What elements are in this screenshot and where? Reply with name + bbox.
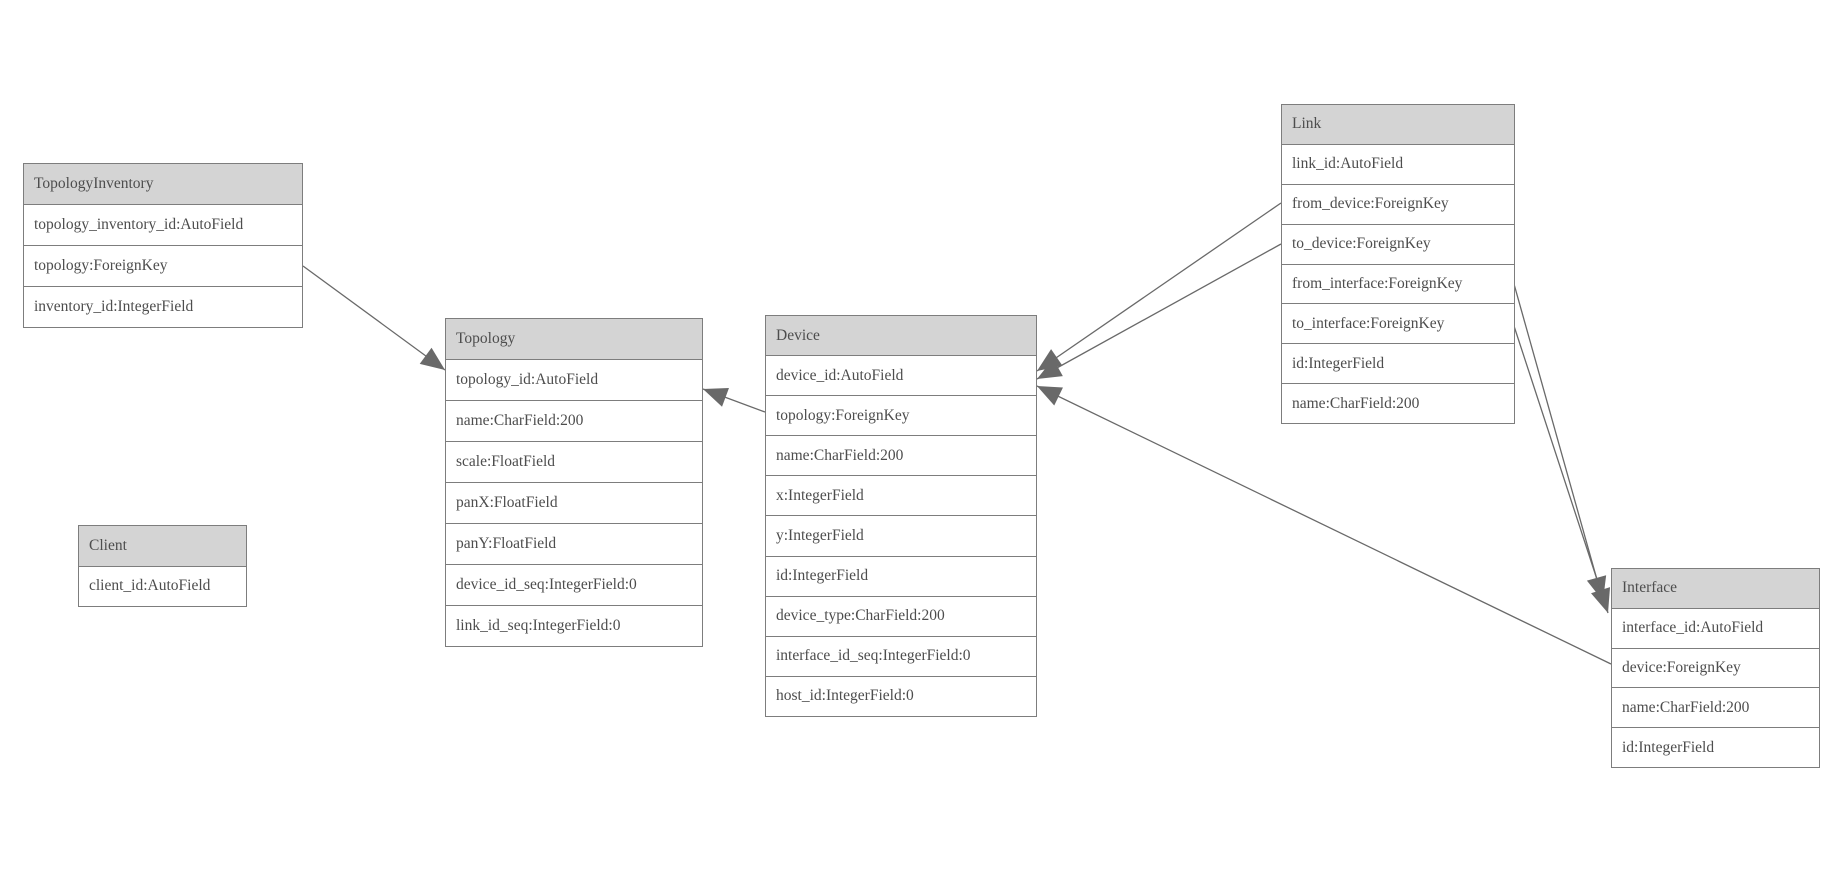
edge-device-topology bbox=[702, 388, 766, 413]
entity-title: Device bbox=[766, 316, 1036, 357]
edge-interface-device bbox=[1036, 385, 1612, 665]
entity-field-row: name:CharField:200 bbox=[1612, 688, 1819, 729]
entity-field-row: name:CharField:200 bbox=[446, 401, 702, 442]
entity-field-row: topology:ForeignKey bbox=[766, 396, 1036, 437]
entity-field-row: panY:FloatField bbox=[446, 524, 702, 565]
entity-field-row: device_type:CharField:200 bbox=[766, 597, 1036, 637]
arrowhead-interface-interface_id bbox=[1586, 575, 1607, 601]
entity-field-row: topology:ForeignKey bbox=[24, 246, 302, 287]
entity-title: Link bbox=[1282, 105, 1514, 145]
entity-field-row: link_id_seq:IntegerField:0 bbox=[456, 617, 621, 634]
edge-link-to_device bbox=[1036, 243, 1282, 380]
entity-field-row: link_id:AutoField bbox=[1282, 145, 1514, 185]
entity-field-row: inventory_id:IntegerField bbox=[34, 298, 194, 315]
entity-client: Client client_id:AutoField bbox=[78, 525, 247, 607]
entity-field-row: name:CharField:200 bbox=[1292, 394, 1420, 412]
entity-title: Topology bbox=[446, 319, 702, 360]
entity-field-row: scale:FloatField bbox=[446, 442, 702, 483]
entity-field-row: panX:FloatField bbox=[446, 483, 702, 524]
entity-field-row: device_id:AutoField bbox=[766, 356, 1036, 397]
entity-title: TopologyInventory bbox=[24, 164, 302, 205]
arrowhead-device-device_id bbox=[1037, 358, 1063, 379]
entity-field-row: x:IntegerField bbox=[766, 476, 1036, 517]
entity-field-row: to_interface:ForeignKey bbox=[1282, 304, 1514, 345]
entity-field-row: y:IntegerField bbox=[766, 516, 1036, 557]
entity-field-row: name:CharField:200 bbox=[766, 436, 1036, 477]
entity-title: Interface bbox=[1612, 569, 1819, 609]
entity-field-row: device:ForeignKey bbox=[1612, 649, 1819, 689]
entity-title: Client bbox=[79, 526, 246, 567]
arrowhead-topology-topology_id bbox=[419, 347, 445, 370]
entity-field-row: device_id_seq:IntegerField:0 bbox=[446, 565, 702, 606]
arrowhead-interface-interface_id bbox=[1591, 587, 1611, 613]
entity-field-row: host_id:IntegerField:0 bbox=[776, 687, 914, 705]
entity-field-row: id:IntegerField bbox=[766, 557, 1036, 597]
entity-field-row: topology_id:AutoField bbox=[446, 360, 702, 401]
arrowhead-device-device_id bbox=[1037, 349, 1063, 371]
entity-field-row: id:IntegerField bbox=[1622, 738, 1715, 756]
entity-field-row: topology_inventory_id:AutoField bbox=[24, 205, 302, 246]
entity-field-row: id:IntegerField bbox=[1282, 344, 1514, 385]
entity-field-row: from_interface:ForeignKey bbox=[1282, 265, 1514, 305]
entity-field-row: from_device:ForeignKey bbox=[1282, 185, 1514, 225]
edge-link-to_interface bbox=[1513, 325, 1609, 614]
entity-field-row: to_device:ForeignKey bbox=[1282, 225, 1514, 265]
edge-link-from_device bbox=[1036, 202, 1282, 372]
entity-field-row: interface_id:AutoField bbox=[1612, 609, 1819, 649]
edge-topologyinventory-topology bbox=[302, 265, 446, 371]
edge-link-from_interface bbox=[1513, 283, 1604, 602]
entity-field-row: interface_id_seq:IntegerField:0 bbox=[766, 637, 1036, 677]
arrowhead-topology-topology_id bbox=[703, 387, 729, 407]
entity-field-row: client_id:AutoField bbox=[89, 577, 211, 595]
arrowhead-device-device_id bbox=[1037, 386, 1063, 406]
